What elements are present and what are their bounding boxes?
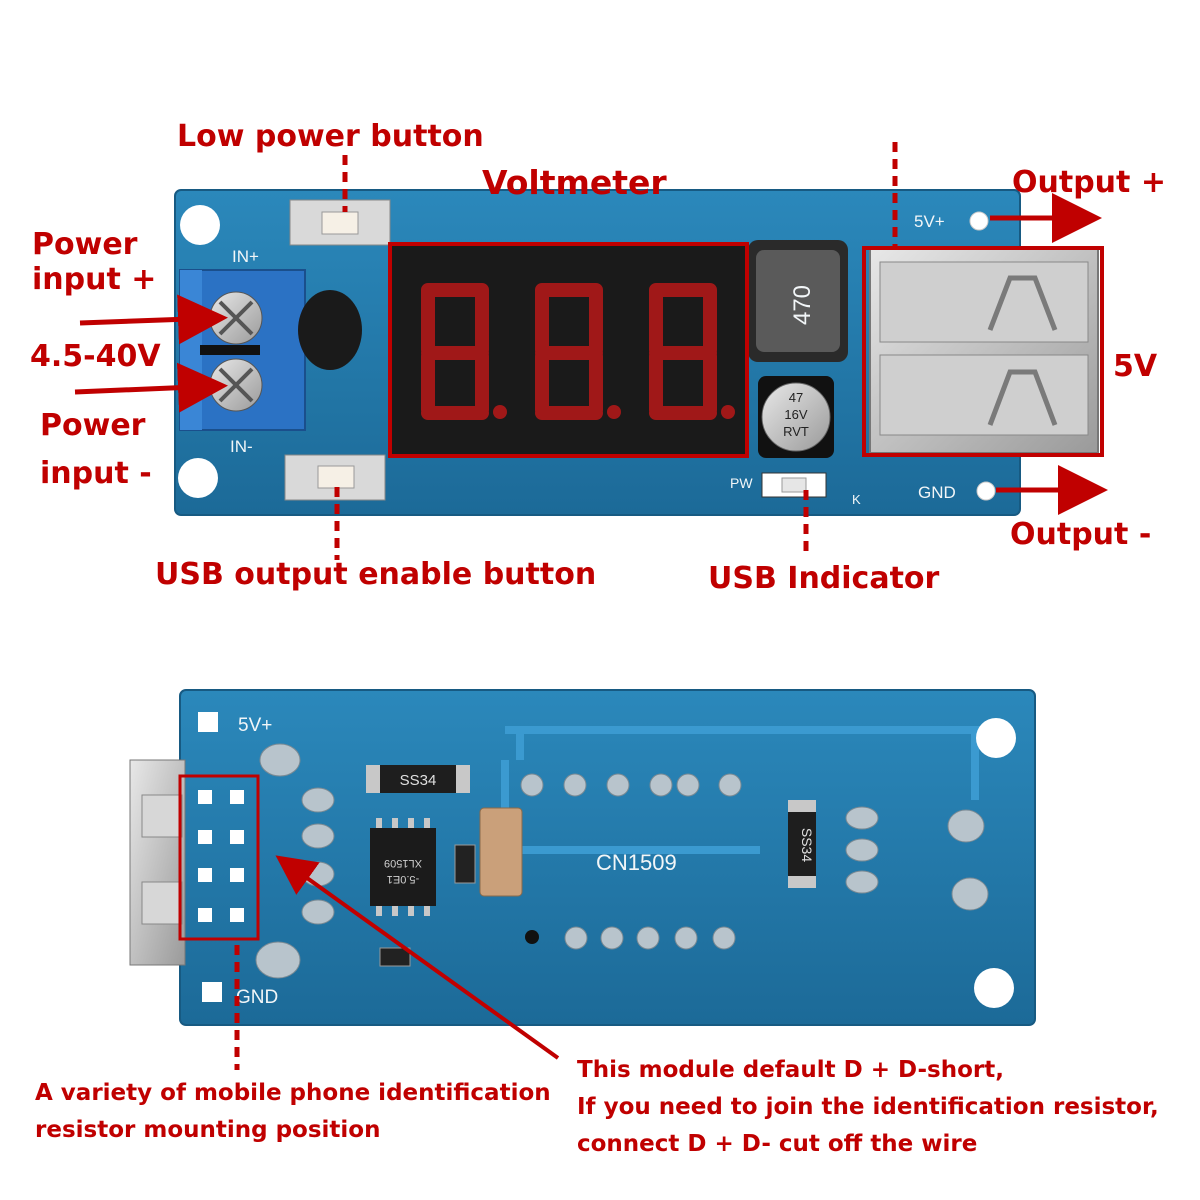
mount-hole [976,718,1016,758]
voltmeter-label: Voltmeter [482,163,667,202]
resistor-pads [198,790,244,922]
inductor: 470 [748,240,848,362]
pcb-traces [501,726,980,854]
diode-2-marking: SS34 [799,828,815,862]
silk-chip-label: CN1509 [596,850,677,875]
silk-gnd: GND [918,483,956,502]
pad-gnd [202,982,222,1002]
module-note-label: This module default D + D-short, If you … [577,1057,1159,1157]
ic-chip: XL1509 -5.0E1 [370,818,436,916]
silk-5v-plus-bottom: 5V+ [238,715,272,736]
silk-gnd-bottom: GND [236,987,278,1008]
capacitor: 47 16V RVT [758,376,834,458]
bottom-board: SS34 SS34 XL1509 -5.0E1 5V+ GND CN1509 [129,689,1036,1070]
diode-2: SS34 [788,800,816,888]
pad-5v [198,712,218,732]
terminal-block [179,269,306,431]
mount-hole [974,968,1014,1008]
usb-indicator-led [761,472,827,498]
mount-hole [178,458,218,498]
cap-marking-2: 16V [784,407,807,422]
silk-pw: PW [730,475,753,491]
via [525,930,539,944]
low-power-button [289,199,391,246]
voltage-range-label: 4.5-40V [30,339,161,374]
usb-indicator-label: USB Indicator [708,561,940,596]
seven-segment-display [392,246,745,454]
power-input-minus-label: Power input - [40,408,152,491]
silk-k: K [852,492,861,507]
resistor-position-label: A variety of mobile phone identification… [35,1080,551,1143]
cap-marking-1: 47 [789,390,803,405]
output-minus-label: Output - [1010,517,1152,552]
pad-5v [969,211,989,231]
silk-in-minus: IN- [230,437,253,456]
usb-port [869,247,1099,454]
diode-1-marking: SS34 [400,772,437,789]
ceramic-capacitor [479,807,523,897]
usb-enable-button-label: USB output enable button [155,557,597,592]
top-board: 470 47 16V RVT IN+ IN- 5V+ GND PW K [74,142,1108,560]
ic-marking-2: -5.0E1 [387,873,419,885]
small-component [379,947,411,967]
resistor-highlight [178,774,260,941]
mount-hole [180,205,220,245]
voltmeter-highlight [388,242,749,458]
usb-highlight [862,246,1104,457]
usb-port-back [129,759,186,966]
ic-marking-1: XL1509 [384,857,422,869]
bottom-callouts [234,855,560,1070]
low-power-button-label: Low power button [177,119,484,154]
output-plus-label: Output + [1012,165,1166,200]
five-v-label: 5V [1113,349,1158,384]
power-input-plus-label: Power input + [32,227,157,297]
silk-in-plus: IN+ [232,247,259,266]
pad-gnd [976,481,996,501]
cap-marking-3: RVT [783,424,809,439]
diode-1: SS34 [366,765,470,793]
inductor-marking: 470 [789,285,816,325]
top-callouts [74,142,1108,560]
transistor [298,290,362,370]
silk-5v-plus: 5V+ [914,212,945,231]
header-pins [520,773,742,950]
small-resistor [454,844,476,884]
